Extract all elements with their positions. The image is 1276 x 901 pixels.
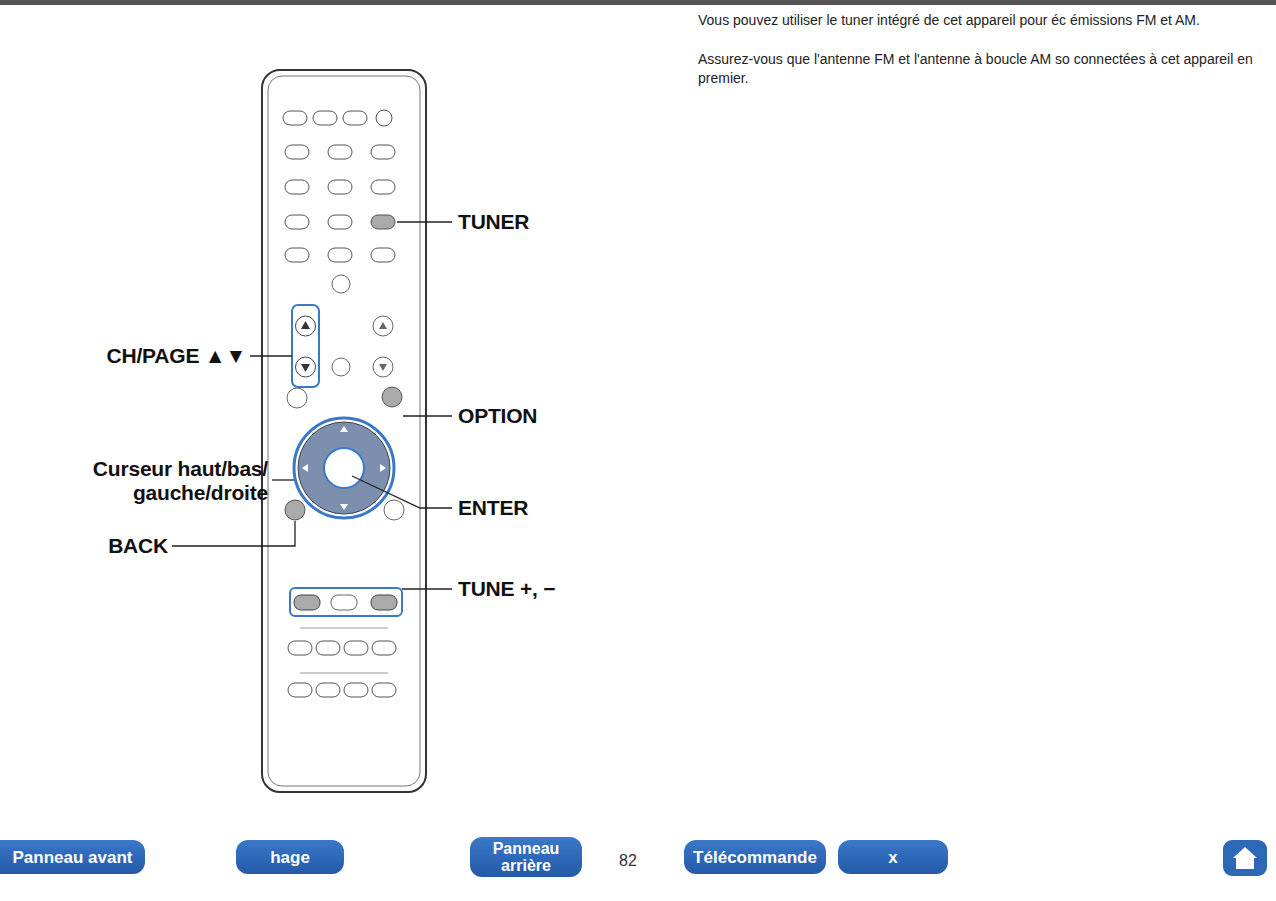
home-button bbox=[1223, 840, 1267, 876]
remote-button bbox=[285, 248, 309, 262]
tune-plus bbox=[371, 595, 397, 610]
tune-minus bbox=[294, 595, 320, 610]
group-rule bbox=[300, 628, 388, 629]
remote-button bbox=[285, 180, 309, 194]
remote-button bbox=[372, 683, 396, 697]
back-button bbox=[285, 500, 305, 520]
chpage-frame bbox=[292, 305, 319, 387]
callout-label: TUNE +, − bbox=[458, 577, 555, 601]
dpad bbox=[298, 422, 390, 514]
nav-button: hage bbox=[236, 840, 344, 874]
callout-label: TUNER bbox=[458, 210, 529, 234]
nav-label: hage bbox=[270, 849, 310, 866]
remote-button bbox=[371, 248, 395, 262]
top-bar bbox=[0, 0, 1276, 5]
intro-text: Vous pouvez utiliser le tuner intégré de… bbox=[698, 11, 1272, 30]
page-number: 82 bbox=[619, 851, 637, 871]
option-button bbox=[382, 387, 402, 407]
nav-button: Panneau arrière bbox=[470, 837, 582, 877]
remote-button bbox=[371, 145, 395, 159]
dpad-ring bbox=[294, 418, 394, 518]
remote-buttons bbox=[283, 111, 396, 697]
remote-button bbox=[328, 248, 352, 262]
nav-button: Panneau avant bbox=[0, 840, 145, 874]
group-rule bbox=[300, 673, 388, 674]
callout-label: BACK bbox=[108, 534, 168, 558]
remote-button bbox=[371, 180, 395, 194]
remote-button bbox=[371, 215, 395, 229]
remote-button bbox=[316, 683, 340, 697]
callout-label: Curseur haut/bas/ gauche/droite bbox=[78, 457, 268, 505]
remote-button bbox=[316, 641, 340, 655]
remote-button bbox=[343, 111, 367, 125]
remote-button bbox=[313, 111, 337, 125]
nav-label: Panneau arrière bbox=[478, 840, 574, 874]
ch-arrows bbox=[301, 321, 310, 372]
remote-button bbox=[285, 145, 309, 159]
intro-note: Assurez-vous que l'antenne FM et l'anten… bbox=[698, 50, 1272, 88]
remote-button bbox=[285, 215, 309, 229]
dpad-arrows bbox=[302, 426, 386, 510]
remote-button bbox=[372, 641, 396, 655]
tune-frame bbox=[290, 588, 402, 616]
setup-button bbox=[384, 500, 404, 520]
remote-button bbox=[288, 683, 312, 697]
nav-label: Télécommande bbox=[693, 849, 817, 866]
nav-label: Panneau avant bbox=[13, 849, 133, 866]
remote-button bbox=[288, 641, 312, 655]
nav-label: x bbox=[888, 849, 897, 866]
leader-lines bbox=[172, 222, 452, 589]
vol-arrows bbox=[379, 322, 387, 371]
callout-label: CH/PAGE ▲▼ bbox=[106, 344, 246, 368]
remote-button bbox=[332, 275, 350, 293]
remote-button bbox=[344, 641, 368, 655]
remote-body bbox=[262, 70, 426, 792]
remote-button bbox=[283, 111, 307, 125]
nav-button: Télécommande bbox=[684, 840, 826, 874]
nav-button: x bbox=[838, 840, 948, 874]
info-button bbox=[287, 388, 307, 408]
remote-button bbox=[328, 145, 352, 159]
remote-button bbox=[328, 215, 352, 229]
callout-label: ENTER bbox=[458, 496, 528, 520]
remote-button bbox=[328, 180, 352, 194]
callout-label: OPTION bbox=[458, 404, 537, 428]
play-button bbox=[331, 595, 357, 610]
mute-button bbox=[332, 358, 350, 376]
home-icon bbox=[1233, 847, 1257, 869]
enter-button bbox=[324, 448, 364, 488]
power-button bbox=[376, 110, 392, 126]
remote-button bbox=[344, 683, 368, 697]
remote-inner bbox=[268, 76, 420, 786]
